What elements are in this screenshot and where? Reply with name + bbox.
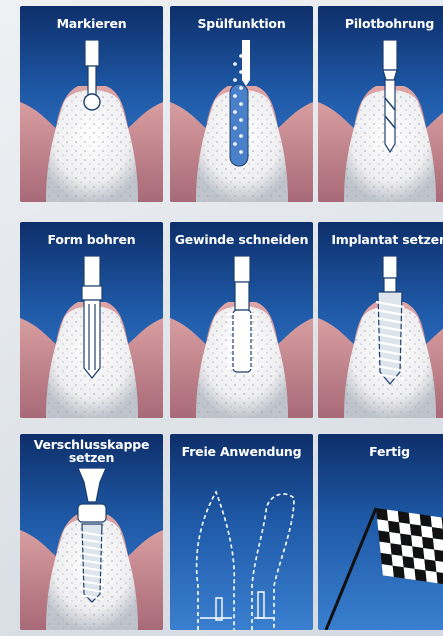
step-tile-spuelfunktion[interactable]: Spülfunktion	[170, 6, 313, 202]
step-tile-implantat-setzen[interactable]: Implantat setzen	[318, 222, 443, 418]
cover-cap-icon	[20, 468, 163, 630]
implant-icon	[318, 256, 443, 418]
step-label: Gewinde schneiden	[170, 222, 313, 256]
step-label: Pilotbohrung	[318, 6, 443, 40]
step-tile-gewinde-schneiden[interactable]: Gewinde schneiden	[170, 222, 313, 418]
checkered-flag-icon	[318, 468, 443, 630]
rinse-tool-icon	[170, 40, 313, 202]
thread-tap-icon	[170, 256, 313, 418]
flag-pole	[326, 508, 376, 630]
step-label: Freie Anwendung	[170, 434, 313, 468]
marker-tip	[84, 94, 100, 110]
pilot-drill-bit	[385, 80, 395, 152]
pilot-drill-icon	[318, 40, 443, 202]
step-tile-verschlusskappe-setzen[interactable]: Verschlusskappe setzen	[20, 434, 163, 630]
step-tile-freie-anwendung[interactable]: Freie Anwendung	[170, 434, 313, 630]
drill-hole	[230, 84, 248, 166]
checkered-flag	[376, 508, 443, 588]
step-label: Markieren	[20, 6, 163, 40]
free-use-outline-icon	[170, 468, 313, 630]
step-label: Form bohren	[20, 222, 163, 256]
step-label: Verschlusskappe setzen	[20, 434, 163, 468]
step-label: Implantat setzen	[318, 222, 443, 256]
step-tile-fertig[interactable]: Fertig	[318, 434, 443, 630]
step-tile-form-bohren[interactable]: Form bohren	[20, 222, 163, 418]
form-drill-icon	[20, 256, 163, 418]
step-tile-pilotbohrung[interactable]: Pilotbohrung	[318, 6, 443, 202]
form-drill-bit	[84, 300, 100, 378]
cover-cap	[78, 504, 106, 522]
marker-tool-icon	[20, 40, 163, 202]
step-label: Fertig	[318, 434, 443, 468]
step-tile-markieren[interactable]: Markieren	[20, 6, 163, 202]
step-label: Spülfunktion	[170, 6, 313, 40]
